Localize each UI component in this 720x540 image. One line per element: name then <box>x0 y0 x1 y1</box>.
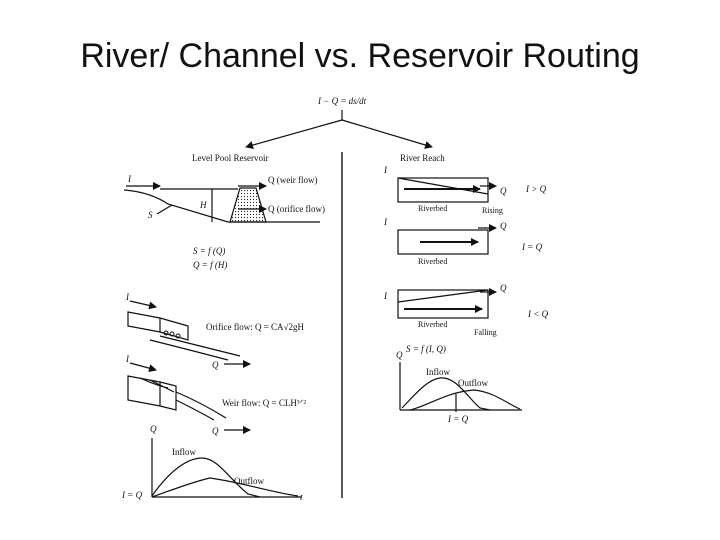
storage-pointer <box>156 204 173 215</box>
orifice-flow-equation: Orifice flow: Q = CA√2gH <box>206 322 304 332</box>
right-eq-storage: S = f (I, Q) <box>406 344 446 354</box>
reach-outflow-label: Outflow <box>458 378 488 388</box>
rising-state-label: Rising <box>482 206 503 215</box>
reservoir-sketch: I S H Q (weir flow) Q (orifice flow) <box>123 174 325 223</box>
falling-water-surface <box>397 289 489 303</box>
reservoir-inflow-label: Inflow <box>172 447 196 457</box>
orifice-sketch: I Orifice flow: Q = CA√2gH Q <box>125 292 304 370</box>
falling-state-label: Falling <box>474 328 497 337</box>
orifice-box <box>127 311 189 341</box>
storage-symbol: S <box>148 210 153 220</box>
steady-outflow-symbol: Q <box>500 221 507 231</box>
steady-inflow-symbol: I <box>383 217 388 227</box>
level-pool-heading: Level Pool Reservoir <box>192 153 268 163</box>
orifice-opening-3 <box>175 333 181 339</box>
rising-water-surface <box>397 177 489 195</box>
reach-hydrograph: Q Inflow Outflow I = Q <box>396 350 522 424</box>
reservoir-hydrograph: Q Inflow Outflow I = Q t <box>121 424 303 502</box>
reach-case-rising: I Q Riverbed Rising I > Q <box>383 165 547 215</box>
orifice-inflow-symbol: I <box>125 292 130 302</box>
continuity-equation: I − Q = ds/dt <box>317 96 367 106</box>
reservoir-time-label: t <box>300 492 303 502</box>
weir-inflow-arrow <box>129 362 157 373</box>
reach-hydro-q-axis: Q <box>396 350 403 360</box>
orifice-inflow-arrow <box>129 300 157 310</box>
falling-channel <box>397 289 489 319</box>
reach-inflow-curve <box>401 377 491 411</box>
falling-inflow-symbol: I <box>383 291 388 301</box>
steady-channel <box>397 229 489 255</box>
orifice-channel <box>149 335 241 361</box>
weir-sketch: I Weir flow: Q = CLH³ᐟ² Q <box>125 354 306 436</box>
falling-outflow-symbol: Q <box>500 283 507 293</box>
orifice-opening-2 <box>169 331 175 337</box>
branch-arrow-right <box>341 119 433 149</box>
reach-outflow-curve <box>409 389 521 411</box>
head-symbol: H <box>199 200 207 210</box>
orifice-opening-1 <box>163 330 169 336</box>
river-reach-heading: River Reach <box>400 153 445 163</box>
falling-riverbed-label: Riverbed <box>418 320 447 329</box>
left-eq-flow: Q = f (H) <box>193 260 227 270</box>
weir-channel <box>175 391 227 421</box>
reservoir-inflow-curve <box>151 457 261 498</box>
dam-body <box>229 187 267 223</box>
weir-flow-label: Q (weir flow) <box>268 175 317 185</box>
weir-outflow-symbol: Q <box>212 426 219 436</box>
left-eq-storage: S = f (Q) <box>193 246 225 256</box>
reservoir-iq-label: I = Q <box>121 490 143 500</box>
reservoir-inflow-symbol: I <box>127 174 132 184</box>
rising-riverbed-label: Riverbed <box>418 204 447 213</box>
reach-case-steady: I Q Riverbed I = Q <box>383 217 543 266</box>
rising-inflow-symbol: I <box>383 165 388 175</box>
rising-channel <box>397 177 489 203</box>
weir-crest-flow <box>139 377 175 393</box>
branch-arrow-left <box>245 119 343 149</box>
falling-relation: I < Q <box>527 309 549 319</box>
slide-title: River/ Channel vs. Reservoir Routing <box>80 37 640 75</box>
steady-riverbed-label: Riverbed <box>418 257 447 266</box>
weir-flow-equation: Weir flow: Q = CLH³ᐟ² <box>222 398 306 408</box>
reach-case-falling: I Q Riverbed Falling I < Q <box>383 283 549 337</box>
reservoir-outflow-curve <box>151 477 299 498</box>
reservoir-hydro-q-axis: Q <box>150 424 157 434</box>
rising-relation: I > Q <box>525 184 547 194</box>
reach-iq-label: I = Q <box>447 414 469 424</box>
reach-inflow-label: Inflow <box>426 367 450 377</box>
reservoir-bed <box>123 189 320 223</box>
orifice-outflow-symbol: Q <box>212 360 219 370</box>
steady-relation: I = Q <box>521 242 543 252</box>
orifice-flow-label: Q (orifice flow) <box>268 204 325 214</box>
reservoir-outflow-label: Outflow <box>234 476 264 486</box>
weir-inflow-symbol: I <box>125 354 130 364</box>
rising-outflow-symbol: Q <box>500 186 507 196</box>
